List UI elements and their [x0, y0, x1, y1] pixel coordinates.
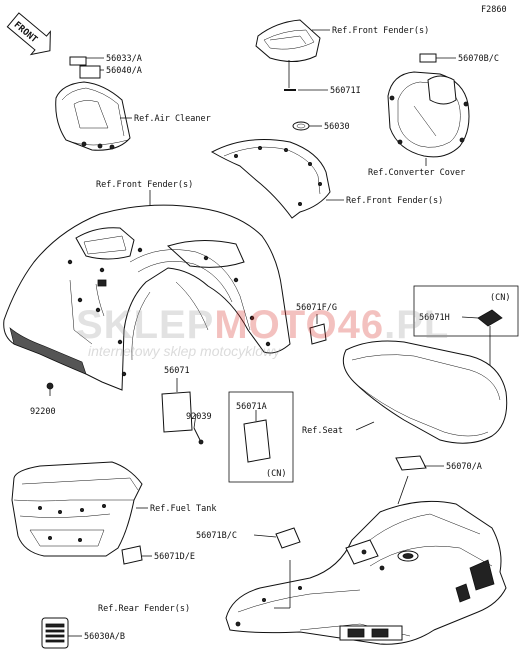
label-56071: 56071	[164, 366, 190, 376]
front-arrow-icon: FRONT	[6, 12, 51, 56]
washer-92200	[46, 382, 54, 390]
label-56040a: 56040/A	[106, 66, 142, 76]
decal-56071de	[121, 545, 143, 565]
label-ref-front-fender-left: Ref.Front Fender(s)	[96, 180, 193, 190]
label-ref-seat: Ref.Seat	[302, 426, 343, 436]
label-56030: 56030	[324, 122, 350, 132]
label-ref-fuel-tank: Ref.Fuel Tank	[150, 504, 217, 514]
label-ref-converter-cover: Ref.Converter Cover	[368, 168, 465, 178]
label-56070a: 56070/A	[446, 462, 482, 472]
grommet-56030	[292, 121, 310, 131]
label-92039: 92039	[186, 412, 212, 422]
label-cn-2: (CN)	[266, 469, 286, 479]
label-56033a: 56033/A	[106, 54, 142, 64]
inner-fender-panel	[210, 139, 331, 219]
label-ref-rear-fender: Ref.Rear Fender(s)	[98, 604, 190, 614]
label-ref-front-fender-top: Ref.Front Fender(s)	[332, 26, 429, 36]
decal-56070a	[395, 455, 427, 471]
label-ref-front-fender-mid: Ref.Front Fender(s)	[346, 196, 443, 206]
watermark-tagline: internetowy sklep motocyklowy	[88, 343, 281, 359]
label-56071fg: 56071F/G	[296, 303, 337, 313]
pin-92039	[193, 427, 204, 445]
label-56030ab: 56030A/B	[84, 632, 125, 642]
decal-56071	[161, 391, 193, 433]
front-fender-main	[3, 204, 291, 391]
label-ref-air-cleaner: Ref.Air Cleaner	[134, 114, 211, 124]
air-cleaner-cover	[55, 81, 131, 151]
label-56071bc: 56071B/C	[196, 531, 237, 541]
decal-56033a	[69, 56, 87, 66]
rear-fender	[225, 500, 507, 645]
inset-box-56071a	[228, 391, 294, 483]
label-56071i: 56071I	[330, 86, 361, 96]
decal-56030ab	[41, 617, 69, 649]
watermark-brand-suffix: .PL	[384, 303, 449, 347]
figure-code: F2860	[481, 5, 507, 15]
label-92200: 92200	[30, 407, 56, 417]
label-56070bc: 56070B/C	[458, 54, 499, 64]
decal-56040a	[79, 65, 101, 79]
label-56071h: 56071H	[419, 313, 450, 323]
label-56071a: 56071A	[236, 402, 267, 412]
watermark-brand-red: MOTO46	[214, 303, 384, 347]
converter-cover	[387, 71, 470, 158]
seat	[342, 340, 508, 444]
inset-box-56071h	[413, 285, 519, 337]
watermark-brand-grey: SKLEP	[76, 303, 214, 347]
decal-56070bc	[419, 53, 437, 63]
watermark: SKLEPMOTO46.PL internetowy sklep motocyk…	[76, 303, 449, 359]
svg-text:SKLEPMOTO46.PL: SKLEPMOTO46.PL	[76, 303, 449, 347]
front-fender-top-piece	[255, 19, 321, 62]
decal-56071bc	[275, 527, 301, 549]
decal-56071fg	[309, 323, 327, 345]
label-56071de: 56071D/E	[154, 552, 195, 562]
fuel-tank	[11, 461, 143, 557]
label-cn-1: (CN)	[490, 293, 510, 303]
